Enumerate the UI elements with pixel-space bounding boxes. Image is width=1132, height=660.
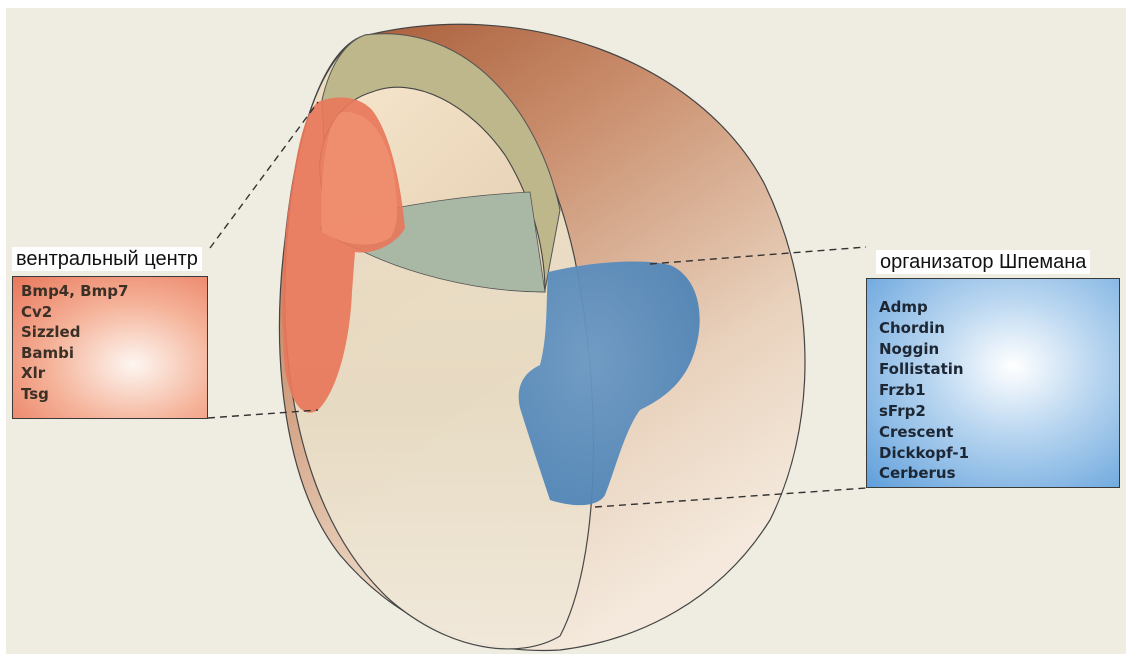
gene-label: Bmp4, Bmp7 [21, 282, 129, 300]
gene-label: Xlr [21, 364, 46, 382]
gene-label: Follistatin [879, 360, 964, 379]
spemann-organizer-region [518, 261, 700, 506]
gene-label: Bambi [21, 343, 75, 362]
gene-label: Sizzled [21, 323, 81, 341]
spemann-organizer-gene-list: Admp Chordin Noggin Follistatin Frzb1 sF… [866, 278, 1120, 488]
ventral-center-title: вентральный центр [12, 247, 202, 271]
gene-label: Chordin [879, 318, 945, 337]
gene-label: Tsg [21, 384, 49, 403]
spemann-organizer-title: организатор Шпемана [876, 250, 1091, 274]
ventral-center-inner [321, 111, 398, 245]
spemann-leader-top [649, 246, 867, 265]
gene-label: Noggin [879, 339, 940, 358]
spemann-leader-bottom [594, 487, 867, 508]
ventral-leader-bottom [207, 409, 319, 419]
gene-label: Crescent [879, 422, 954, 441]
gene-label: Frzb1 [879, 381, 926, 400]
gene-label: Cv2 [21, 302, 53, 321]
ventral-leader-top [209, 101, 319, 249]
gene-label: Admp [879, 298, 928, 316]
gene-label: sFrp2 [879, 401, 926, 420]
gene-label: Dickkopf-1 [879, 443, 969, 462]
gene-label: Cerberus [879, 464, 956, 483]
ventral-center-gene-list: Bmp4, Bmp7 Cv2 Sizzled Bambi Xlr Tsg [12, 276, 208, 419]
